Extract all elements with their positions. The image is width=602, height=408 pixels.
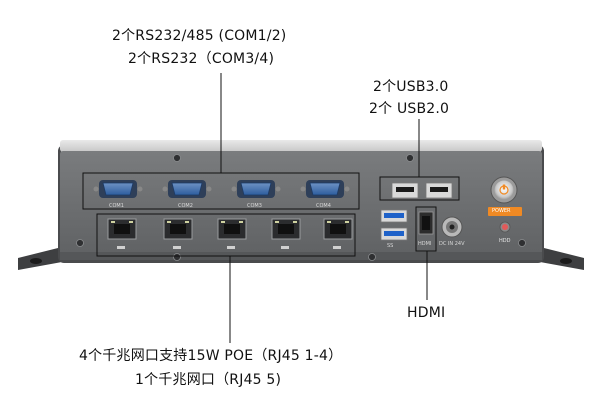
usb2-port-2 [425, 182, 453, 199]
lan-callout-line1: 4个千兆网口支持15W POE（RJ45 1-4） [79, 348, 343, 364]
com1-label: COM1 [109, 203, 124, 209]
com-port-1 [93, 180, 143, 198]
lan-ports-frame [96, 213, 356, 257]
hdmi-port [418, 211, 434, 235]
usb2-port-1 [391, 182, 419, 199]
screw-icon [173, 253, 181, 261]
screw-icon [368, 253, 376, 261]
screw-icon [518, 239, 526, 247]
serial-callout-line1: 2个RS232/485 (COM1/2) [112, 28, 287, 44]
usb-callout-line2: 2个 USB2.0 [369, 101, 450, 117]
left-mounting-foot [18, 247, 62, 270]
com-port-3 [231, 180, 281, 198]
power-label-plate [488, 207, 522, 216]
power-button [490, 176, 518, 204]
com2-label: COM2 [178, 203, 193, 209]
usb3-port-2 [380, 227, 408, 241]
hdd-label: HDD [499, 238, 511, 244]
com4-label: COM4 [316, 203, 331, 209]
com-port-2 [162, 180, 212, 198]
hdmi-callout: HDMI [407, 305, 446, 321]
screw-icon [406, 154, 414, 162]
dc-power-jack [441, 216, 463, 238]
hdmi-port-label: HDMI [418, 241, 432, 247]
usb-callout-line1: 2个USB3.0 [373, 79, 449, 95]
power-label: POWER [492, 208, 511, 214]
screw-icon [76, 239, 84, 247]
com3-label: COM3 [247, 203, 262, 209]
hdmi-port-frame [415, 206, 437, 252]
usb-ss-label: SS [387, 243, 394, 249]
serial-callout-line2: 2个RS232（COM3/4) [128, 51, 275, 67]
lan-callout-line2: 1个千兆网口（RJ45 5) [135, 372, 282, 388]
com-port-4 [300, 180, 350, 198]
hdd-led [499, 221, 511, 233]
screw-icon [173, 154, 181, 162]
usb3-port-1 [380, 209, 408, 223]
right-mounting-foot [540, 247, 584, 270]
dc-in-label: DC IN 24V [439, 241, 465, 247]
